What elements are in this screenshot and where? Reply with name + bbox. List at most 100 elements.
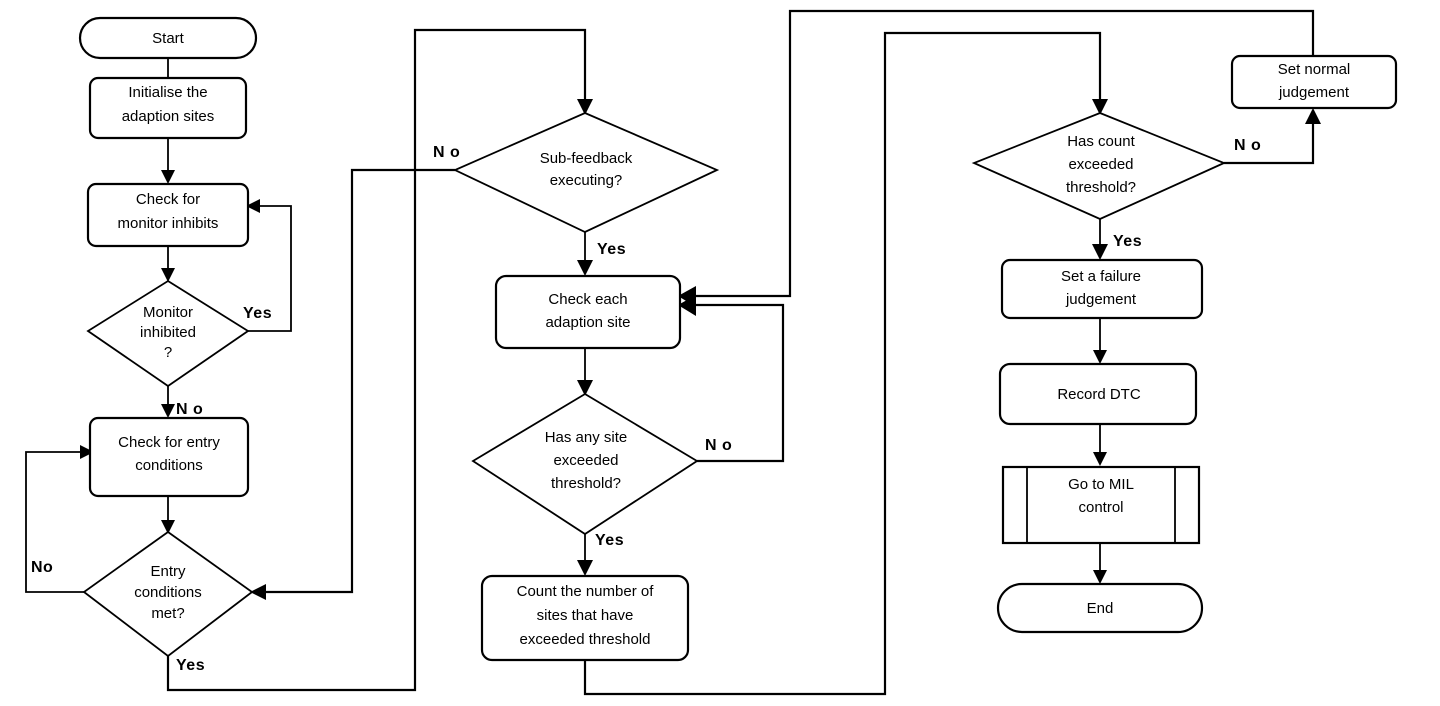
set-failure-shape xyxy=(1000,258,1204,320)
record-dtc-shape xyxy=(998,362,1198,426)
arrowhead-subfeedback-yes-to-check-each-site xyxy=(577,260,593,276)
edge-entry-met-no-loop xyxy=(25,451,84,593)
label-any-site-no: N o xyxy=(705,437,732,454)
count-sites-label-line2: sites that have xyxy=(537,607,634,624)
node-count-sites[interactable]: Count the number of sites that have exce… xyxy=(480,574,690,662)
check-each-site-label-line1: Check each xyxy=(548,291,627,308)
node-sub-feedback-executing[interactable]: Sub-feedback executing? xyxy=(452,112,720,233)
arrowhead-set-failure-to-record-dtc xyxy=(1093,350,1107,364)
initialise-label-line2: adaption sites xyxy=(122,108,215,125)
check-inhibits-label-line2: monitor inhibits xyxy=(118,215,219,232)
node-check-each-adaption-site[interactable]: Check each adaption site xyxy=(494,274,682,350)
count-exceeded-label-line1: Has count xyxy=(1067,133,1135,150)
edge-labels: Yes N o No Yes N o Yes N o Yes N o Yes xyxy=(31,137,1261,674)
node-entry-conditions-met[interactable]: Entry conditions met? xyxy=(82,530,254,658)
node-go-to-mil-control[interactable]: Go to MIL control xyxy=(1001,465,1201,545)
set-normal-label-line2: judgement xyxy=(1278,84,1350,101)
label-sub-feedback-yes: Yes xyxy=(597,241,626,258)
check-inhibits-label-line1: Check for xyxy=(136,191,200,208)
sub-feedback-label-line2: executing? xyxy=(550,172,623,189)
set-failure-label-line1: Set a failure xyxy=(1061,268,1141,285)
node-any-site-exceeded[interactable]: Has any site exceeded threshold? xyxy=(471,392,699,536)
arrowhead-entry-met-no-loop xyxy=(80,445,94,459)
start-shape xyxy=(78,16,258,60)
arrowhead-any-site-yes-to-count xyxy=(577,560,593,576)
go-to-mil-shape xyxy=(1001,465,1201,545)
check-each-site-shape xyxy=(494,274,682,350)
label-sub-feedback-no: N o xyxy=(433,144,460,161)
edge-subfeedback-no-to-entry-met xyxy=(260,168,455,594)
connectors xyxy=(25,9,1321,696)
arrowhead-monitor-inhibited-yes-loop xyxy=(246,199,260,213)
node-count-exceeded-threshold[interactable]: Has count exceeded threshold? xyxy=(971,112,1227,220)
count-sites-label-line3: exceeded threshold xyxy=(520,631,651,648)
label-entry-met-yes: Yes xyxy=(176,657,205,674)
arrowhead-monitor-inhibited-no xyxy=(161,404,175,418)
any-site-label-line3: threshold? xyxy=(551,475,621,492)
count-sites-label-line1: Count the number of xyxy=(517,583,655,600)
record-dtc-label: Record DTC xyxy=(1057,386,1141,403)
any-site-shape xyxy=(471,392,699,536)
node-set-failure-judgement[interactable]: Set a failure judgement xyxy=(1000,258,1204,320)
node-record-dtc[interactable]: Record DTC xyxy=(998,362,1198,426)
entry-met-shape xyxy=(82,530,254,658)
arrowhead-mil-to-end xyxy=(1093,570,1107,584)
edge-monitor-inhibited-yes-loop xyxy=(248,205,292,332)
label-count-exceeded-yes: Yes xyxy=(1113,233,1142,250)
monitor-inhibited-label-line3: ? xyxy=(164,344,172,361)
monitor-inhibited-label-line2: inhibited xyxy=(140,324,196,341)
monitor-inhibited-shape xyxy=(86,279,250,388)
entry-met-label-line2: conditions xyxy=(134,584,202,601)
count-exceeded-label-line2: exceeded xyxy=(1068,156,1133,173)
go-to-mil-label-line1: Go to MIL xyxy=(1068,476,1134,493)
node-start[interactable]: Start xyxy=(78,16,258,60)
node-check-monitor-inhibits[interactable]: Check for monitor inhibits xyxy=(86,182,250,248)
node-end[interactable]: End xyxy=(996,582,1204,634)
label-monitor-inhibited-yes: Yes xyxy=(243,305,272,322)
arrowhead-count-to-count-exceeded xyxy=(1092,99,1108,115)
any-site-label-line1: Has any site xyxy=(545,429,628,446)
arrowhead-count-exceeded-no xyxy=(1305,108,1321,124)
edge-entry-met-yes-to-subfeedback xyxy=(166,28,587,692)
count-exceeded-label-line3: threshold? xyxy=(1066,179,1136,196)
set-normal-label-line1: Set normal xyxy=(1278,61,1351,78)
sub-feedback-label-line1: Sub-feedback xyxy=(540,150,633,167)
set-normal-shape xyxy=(1230,54,1398,110)
arrowhead-check-entry-to-entry-met xyxy=(161,520,175,534)
check-entry-label-line2: conditions xyxy=(135,457,203,474)
arrowhead-initialise-to-check-inhibits xyxy=(161,170,175,184)
arrowhead-record-dtc-to-mil xyxy=(1093,452,1107,466)
arrowhead-subfeedback-no-to-entry-met xyxy=(250,584,266,600)
start-label: Start xyxy=(152,30,185,47)
label-count-exceeded-no: N o xyxy=(1234,137,1261,154)
count-sites-shape xyxy=(480,574,690,662)
set-failure-label-line2: judgement xyxy=(1065,291,1137,308)
label-entry-met-no: No xyxy=(31,559,53,576)
edge-any-site-no-loop xyxy=(690,303,785,463)
go-to-mil-label-line2: control xyxy=(1078,499,1123,516)
arrowhead-set-normal-to-check-each-site xyxy=(678,286,696,307)
check-each-site-label-line2: adaption site xyxy=(545,314,630,331)
end-label: End xyxy=(1087,600,1114,617)
edge-count-exceeded-no xyxy=(1224,120,1315,165)
node-check-entry-conditions[interactable]: Check for entry conditions xyxy=(88,416,250,498)
entry-met-label-line1: Entry xyxy=(150,563,186,580)
node-set-normal-judgement[interactable]: Set normal judgement xyxy=(1230,54,1398,110)
initialise-label-line1: Initialise the xyxy=(128,84,207,101)
arrowhead-count-exceeded-yes xyxy=(1092,244,1108,260)
edge-set-normal-to-check-each-site xyxy=(690,9,1315,298)
node-monitor-inhibited[interactable]: Monitor inhibited ? xyxy=(86,279,250,388)
sub-feedback-shape xyxy=(452,112,720,233)
check-entry-label-line1: Check for entry xyxy=(118,434,220,451)
node-initialise[interactable]: Initialise the adaption sites xyxy=(88,76,248,140)
any-site-label-line2: exceeded xyxy=(553,452,618,469)
label-monitor-inhibited-no: N o xyxy=(176,401,203,418)
arrowhead-entry-met-yes-to-subfeedback xyxy=(577,99,593,115)
end-shape xyxy=(996,582,1204,634)
count-exceeded-shape xyxy=(971,112,1227,220)
arrowhead-check-inhibits-to-monitor-inhibited xyxy=(161,268,175,282)
arrowhead-check-each-site-to-any-site xyxy=(577,380,593,396)
label-any-site-yes: Yes xyxy=(595,532,624,549)
